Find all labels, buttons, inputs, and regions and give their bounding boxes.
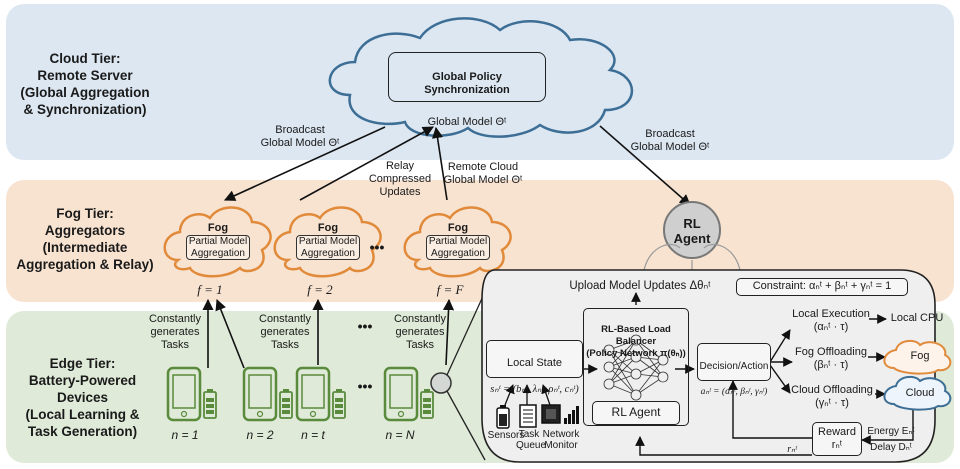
- smartphone-icon: [166, 366, 202, 422]
- edge-device-2: [242, 366, 293, 422]
- fog-node-title: Fog: [447, 222, 469, 234]
- edge-tier-label: Edge Tier: Battery-Powered Devices (Loca…: [25, 356, 140, 439]
- global-policy-sync-box: Global Policy Synchronization Global Mod…: [388, 52, 546, 128]
- battery-icon: [420, 389, 434, 419]
- generates-tasks-label: Constantly generates Tasks: [259, 313, 311, 351]
- fog-tier-label: Fog Tier: Aggregators (Intermediate Aggr…: [16, 206, 154, 272]
- fog-node-title: Fog: [207, 222, 229, 234]
- battery-icon: [332, 389, 346, 419]
- local-state-box: Local State sₙᵗ = (bₙᵗ, λₙᵗ, ρₙᵗ, cₙᵗ): [486, 340, 583, 395]
- fog-node-title: Fog: [317, 222, 339, 234]
- fog-index-1: f = 1: [197, 282, 223, 297]
- fog-target-label: Fog: [910, 350, 930, 362]
- fog-target-cloud: [883, 339, 952, 375]
- zoom-focus-circle: [430, 372, 452, 394]
- edge-ellipsis-devices: •••: [357, 378, 373, 394]
- fog-node-inner: Partial Model Aggregation: [186, 235, 250, 260]
- smartphone-icon: [242, 366, 278, 422]
- fog-offloading-label: Fog Offloading (βₙᵗ · τ): [795, 346, 867, 371]
- device2-to-fog1-arrow: [215, 298, 245, 369]
- device-index-2: n = 2: [246, 428, 274, 442]
- local-execution-label: Local Execution (αₙᵗ · τ): [792, 308, 870, 333]
- fog-ellipsis: •••: [369, 239, 385, 255]
- battery-icon: [279, 389, 293, 419]
- deviceN-to-fogF-arrow: [442, 298, 455, 366]
- relay-arrow: [299, 126, 434, 201]
- device-index-t: n = t: [301, 428, 325, 442]
- energy-label: Energy Eₙᵗ: [867, 426, 915, 437]
- broadcast-right-label: Broadcast Global Model Θᵗ: [630, 128, 710, 153]
- cloud-target-label: Cloud: [905, 387, 935, 399]
- decision-formula: aₙᵗ = (αₙᵗ, βₙᵗ, γₙᵗ): [700, 387, 768, 397]
- fog-node-2: Fog Partial Model Aggregation: [292, 222, 364, 260]
- broadcast-left-arrow: [223, 126, 386, 201]
- edge-ellipsis-top: •••: [357, 318, 373, 334]
- local-cpu-label: Local CPU: [890, 312, 944, 324]
- sensors-label: Sensors: [487, 430, 525, 441]
- delay-label: Delay Dₙᵗ: [870, 442, 912, 453]
- local-state-title: Local State: [506, 357, 563, 369]
- rl-agent-node-shape: [663, 201, 721, 259]
- cloud-offloading-label: Cloud Offloading (γₙᵗ · τ): [791, 384, 873, 409]
- rl-agent-box: RL Agent: [592, 401, 680, 425]
- fog-node-1: Fog Partial Model Aggregation: [182, 222, 254, 260]
- constraint-box: Constraint: αₙᵗ + βₙᵗ + γₙᵗ = 1: [736, 278, 908, 296]
- decision-title: Decision/Action: [699, 361, 769, 372]
- remote-cloud-label: Remote Cloud Global Model Θᵗ: [443, 161, 523, 186]
- fog-node-inner: Partial Model Aggregation: [426, 235, 490, 260]
- fog-index-2: f = 2: [307, 282, 333, 297]
- edge-device-1: [166, 366, 217, 422]
- fog-node-inner: Partial Model Aggregation: [296, 235, 360, 260]
- battery-icon: [203, 389, 217, 419]
- sensors-battery-icon: [496, 405, 510, 429]
- fog-index-F: f = F: [436, 282, 464, 297]
- load-balancer-box: RL-Based Load Balancer (Policy Network π…: [583, 308, 689, 426]
- local-state-formula: sₙᵗ = (bₙᵗ, λₙᵗ, ρₙᵗ, cₙᵗ): [490, 384, 579, 395]
- reward-signal-label: rₙᵗ: [787, 444, 797, 455]
- device-index-1: n = 1: [171, 428, 199, 442]
- broadcast-left-label: Broadcast Global Model Θᵗ: [260, 124, 340, 149]
- decision-action-box: Decision/Action aₙᵗ = (αₙᵗ, βₙᵗ, γₙᵗ): [697, 343, 771, 397]
- neural-network-icon: [603, 334, 669, 401]
- relay-label: Relay Compressed Updates: [368, 160, 432, 198]
- remote-cloud-arrow: [431, 126, 448, 201]
- rl-agent-node-label: RL Agent: [673, 216, 711, 246]
- reward-box: Reward rₙᵗ: [812, 422, 862, 456]
- global-model-label: Global Model Θᵗ: [427, 116, 507, 128]
- upload-model-updates-label: Upload Model Updates Δθₙᵗ: [569, 280, 711, 292]
- broadcast-right-arrow: [599, 125, 691, 206]
- network-monitor-label: Network Monitor: [542, 429, 580, 451]
- global-policy-sync-title: Global Policy Synchronization: [424, 71, 510, 96]
- cloud-target-cloud: [883, 375, 952, 411]
- fog-node-F: Fog Partial Model Aggregation: [422, 222, 494, 260]
- task-queue-label: Task Queue: [516, 429, 547, 451]
- generates-tasks-label: Constantly generates Tasks: [149, 313, 201, 351]
- task-queue-icon: [519, 404, 537, 428]
- device-index-N: n = N: [385, 428, 415, 442]
- cloud-tier-label: Cloud Tier: Remote Server (Global Aggreg…: [20, 51, 150, 117]
- edge-device-4: [383, 366, 434, 422]
- edge-device-3: [295, 366, 346, 422]
- network-monitor-icon: [541, 404, 579, 424]
- load-balancer-title: RL-Based Load Balancer (Policy Network π…: [586, 324, 686, 359]
- smartphone-icon: [295, 366, 331, 422]
- generates-tasks-label: Constantly generates Tasks: [394, 313, 446, 351]
- smartphone-icon: [383, 366, 419, 422]
